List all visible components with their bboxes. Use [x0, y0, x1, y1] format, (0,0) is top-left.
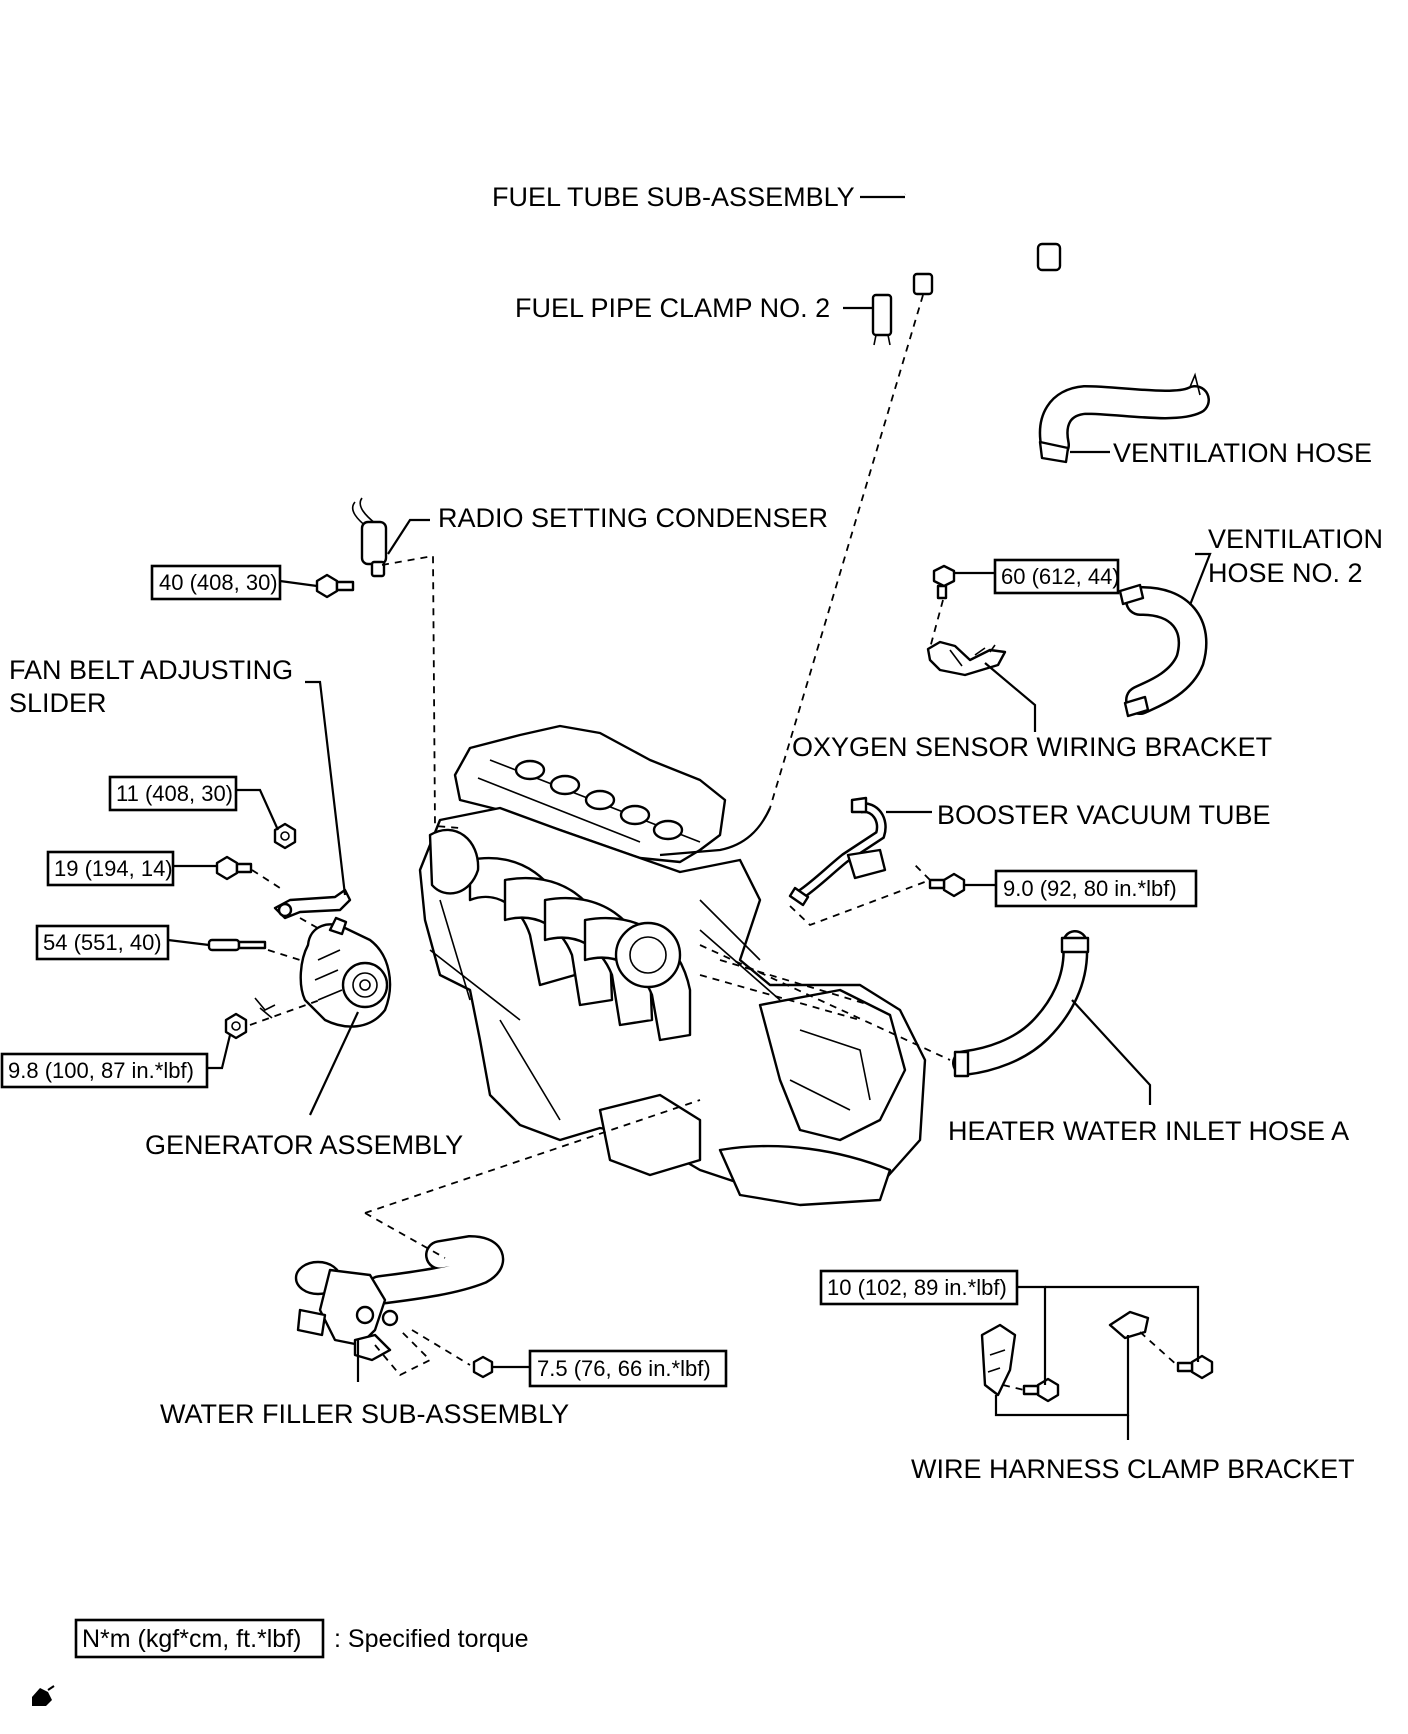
water-filler-part — [294, 1234, 505, 1379]
leader-lines — [167, 195, 1212, 1440]
torque-box-oxygen-bracket: 60 (612, 44) — [993, 558, 1120, 595]
svg-text:10 (102, 89 in.*lbf): 10 (102, 89 in.*lbf) — [827, 1275, 1007, 1300]
legend-description: : Specified torque — [334, 1625, 529, 1653]
torque-box-fan-belt-bolt: 19 (194, 14) — [46, 850, 175, 887]
generator-part — [207, 916, 392, 1040]
svg-text:7.5 (76, 66 in.*lbf): 7.5 (76, 66 in.*lbf) — [537, 1356, 711, 1381]
label-booster-vacuum-tube: BOOSTER VACUUM TUBE — [937, 800, 1271, 830]
label-radio-setting-condenser: RADIO SETTING CONDENSER — [438, 503, 828, 533]
radio-condenser-part — [315, 497, 388, 599]
label-water-filler: WATER FILLER SUB-ASSEMBLY — [160, 1399, 569, 1429]
label-fan-belt-line2: SLIDER — [9, 688, 107, 718]
ventilation-hose-no2-part — [1118, 583, 1208, 718]
torque-box-wire-harness: 10 (102, 89 in.*lbf) — [819, 1269, 1019, 1306]
label-ventilation-hose-no2-line1: VENTILATION — [1208, 524, 1383, 554]
label-fan-belt-line1: FAN BELT ADJUSTING — [9, 655, 293, 685]
label-ventilation-hose-no2-line2: HOSE NO. 2 — [1208, 558, 1363, 588]
torque-box-booster-tube: 9.0 (92, 80 in.*lbf) — [994, 869, 1198, 908]
svg-text:19 (194, 14): 19 (194, 14) — [54, 856, 173, 881]
fuel-tube-part — [898, 189, 1062, 296]
label-generator-assembly: GENERATOR ASSEMBLY — [145, 1130, 463, 1160]
label-fuel-tube: FUEL TUBE SUB-ASSEMBLY — [492, 182, 855, 212]
svg-text:60 (612, 44): 60 (612, 44) — [1001, 564, 1120, 589]
torque-box-radio-condenser: 40 (408, 30) — [150, 564, 282, 601]
svg-text:54 (551, 40): 54 (551, 40) — [43, 930, 162, 955]
corner-mark-icon — [32, 1685, 55, 1706]
ventilation-hose-part — [1038, 372, 1210, 464]
label-fuel-pipe-clamp: FUEL PIPE CLAMP NO. 2 — [515, 293, 830, 323]
wire-harness-clamp-part — [980, 1310, 1214, 1403]
torque-box-generator-nut: 9.8 (100, 87 in.*lbf) — [0, 1052, 209, 1089]
torque-box-fan-belt-nut: 11 (408, 30) — [108, 775, 238, 812]
svg-text:9.0 (92, 80 in.*lbf): 9.0 (92, 80 in.*lbf) — [1003, 876, 1177, 901]
legend-unit-box: N*m (kgf*cm, ft.*lbf) — [82, 1625, 301, 1653]
engine-block — [418, 724, 927, 1207]
torque-box-water-filler: 7.5 (76, 66 in.*lbf) — [528, 1349, 728, 1388]
svg-text:9.8 (100, 87 in.*lbf): 9.8 (100, 87 in.*lbf) — [8, 1058, 194, 1083]
label-ventilation-hose: VENTILATION HOSE — [1113, 438, 1372, 468]
label-oxygen-sensor-bracket: OXYGEN SENSOR WIRING BRACKET — [792, 732, 1272, 762]
oxygen-bracket-part — [926, 564, 1007, 677]
label-heater-water-inlet-hose: HEATER WATER INLET HOSE A — [948, 1116, 1349, 1146]
booster-vacuum-tube-part — [788, 796, 966, 907]
svg-text:11 (408, 30): 11 (408, 30) — [116, 781, 233, 806]
fuel-pipe-clamp-part — [871, 293, 893, 346]
heater-hose-part — [952, 930, 1090, 1078]
fan-belt-slider-part — [215, 822, 352, 920]
legend: N*m (kgf*cm, ft.*lbf) : Specified torque — [74, 1618, 529, 1659]
torque-box-generator-bolt: 54 (551, 40) — [35, 924, 170, 961]
label-wire-harness-clamp-bracket: WIRE HARNESS CLAMP BRACKET — [911, 1454, 1355, 1484]
svg-text:40 (408, 30): 40 (408, 30) — [159, 570, 278, 595]
